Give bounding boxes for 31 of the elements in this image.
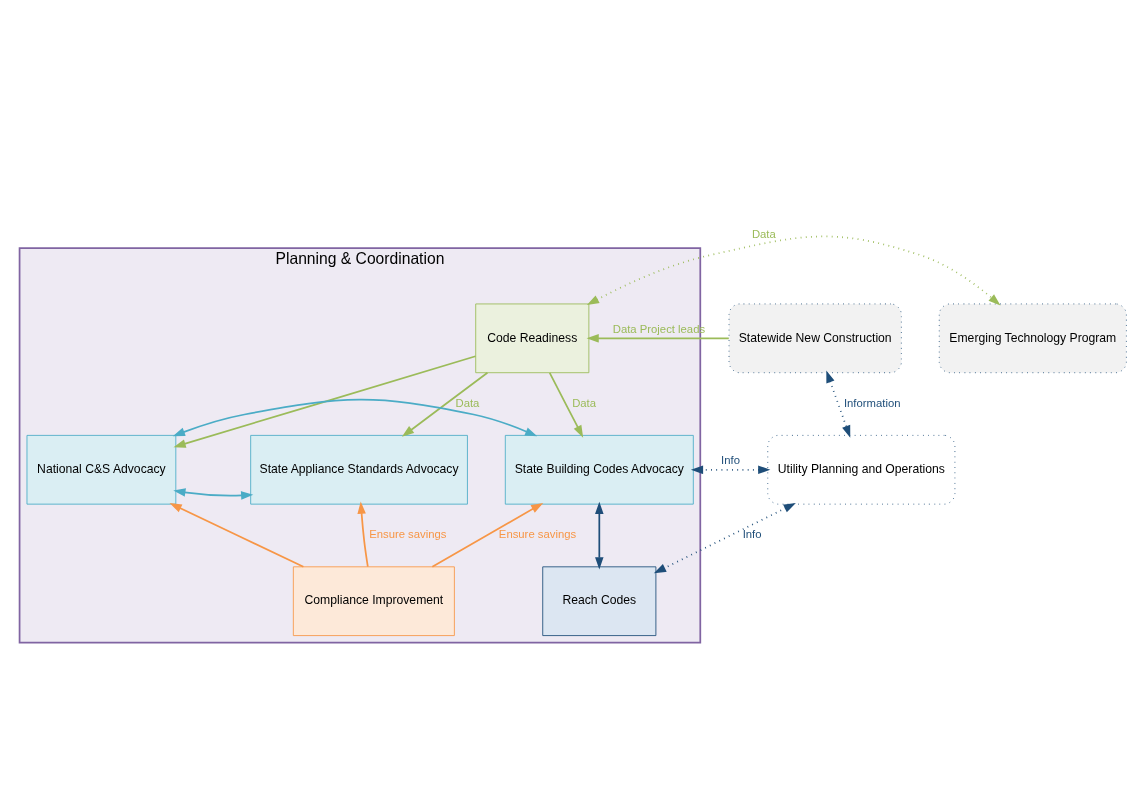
edge-label: Ensure savings bbox=[369, 528, 447, 541]
arrow bbox=[595, 501, 604, 570]
arrow bbox=[173, 488, 254, 500]
node-box: Emerging Technology Program bbox=[938, 303, 1127, 374]
edge-label: Data bbox=[751, 228, 776, 241]
node-box: Utility Planning and Operations bbox=[767, 434, 956, 505]
edge-label: Data bbox=[455, 397, 480, 409]
arrow bbox=[826, 370, 851, 438]
node-box: National C&S Advocacy bbox=[26, 434, 177, 505]
edge-label: Info bbox=[742, 528, 762, 541]
node-box: Compliance Improvement bbox=[292, 566, 455, 637]
edge-label: Information bbox=[843, 397, 901, 409]
arrow bbox=[548, 372, 584, 438]
node-box: Statewide New Construction bbox=[728, 303, 902, 374]
edge-label: Ensure savings bbox=[498, 528, 577, 541]
edge-label: Data bbox=[572, 397, 597, 409]
arrow bbox=[357, 501, 369, 568]
node-box: State Building Codes Advocacy bbox=[504, 434, 694, 505]
arrow bbox=[173, 355, 477, 448]
arrow bbox=[169, 503, 305, 568]
arrow bbox=[653, 503, 796, 574]
arrow bbox=[431, 502, 544, 568]
arrow bbox=[172, 398, 538, 437]
edge-label: Info bbox=[721, 454, 740, 467]
arrow bbox=[586, 235, 1001, 306]
node-box: State Appliance Standards Advocacy bbox=[250, 434, 468, 505]
arrow bbox=[586, 334, 730, 343]
node-box: Code Readiness bbox=[475, 303, 590, 374]
arrow bbox=[690, 465, 771, 475]
arrow bbox=[401, 371, 489, 437]
node-box: Reach Codes bbox=[542, 566, 657, 637]
